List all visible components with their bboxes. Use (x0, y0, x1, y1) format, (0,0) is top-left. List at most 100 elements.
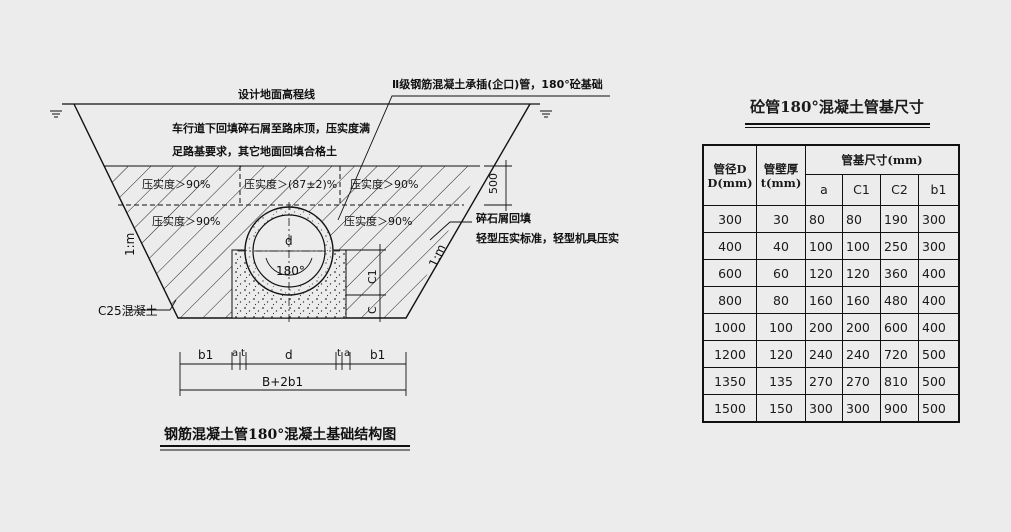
cell: 100 (756, 313, 806, 341)
header-diameter: 管径D D(mm) (702, 144, 757, 206)
cell: 135 (756, 367, 806, 395)
dim-c1-label: C1 (366, 269, 379, 284)
cell: 120 (805, 259, 843, 287)
cell: 800 (702, 286, 757, 314)
table-row: 600 60 120 120 360 400 (702, 259, 960, 287)
cell: 1000 (702, 313, 757, 341)
dim-c-label: C (366, 306, 379, 314)
cell: 80 (805, 205, 843, 233)
header-wall: 管壁厚 t(mm) (756, 144, 806, 206)
cell: 80 (842, 205, 881, 233)
cell: 40 (756, 232, 806, 260)
cell: 500 (918, 367, 960, 395)
cell: 1350 (702, 367, 757, 395)
dim-t-right: t (337, 348, 341, 359)
bottom-dims (179, 352, 407, 396)
cell: 250 (880, 232, 919, 260)
header-a: a (805, 174, 843, 206)
table-title-rule (745, 123, 930, 125)
cell: 190 (880, 205, 919, 233)
dim-b1-right: b1 (370, 348, 385, 362)
cell: 120 (842, 259, 881, 287)
angle-label: 180° (276, 264, 305, 278)
dim-b1-left: b1 (198, 348, 213, 362)
cell: 400 (918, 259, 960, 287)
slope-left-label: 1:m (123, 233, 137, 256)
cell: 400 (702, 232, 757, 260)
table-row: 300 30 80 80 190 300 (702, 205, 960, 233)
compaction-center: 压实度＞(87±2)% (244, 177, 337, 191)
dim-500-lines (484, 160, 512, 211)
cell: 600 (880, 313, 919, 341)
cell: 300 (842, 394, 881, 423)
ground-symbol-right (540, 110, 552, 118)
cell: 30 (756, 205, 806, 233)
backfill-note-line2: 足路基要求，其它地面回填合格土 (172, 144, 337, 158)
cell: 300 (918, 232, 960, 260)
cell: 200 (842, 313, 881, 341)
cell: 240 (842, 340, 881, 368)
cell: 600 (702, 259, 757, 287)
gravel-note-line1: 碎石屑回填 (476, 211, 531, 225)
table-row: 800 80 160 160 480 400 (702, 286, 960, 314)
compaction-left-upper: 压实度＞90% (142, 177, 210, 191)
gravel-note-line2: 轻型压实标准，轻型机具压实 (476, 231, 619, 245)
header-c1: C1 (842, 174, 881, 206)
cell: 300 (702, 205, 757, 233)
cell: 200 (805, 313, 843, 341)
dim-total: B+2b1 (262, 375, 303, 389)
cell: 400 (918, 313, 960, 341)
compaction-right-upper: 压实度＞90% (350, 177, 418, 191)
pipe-base-table: 管径D D(mm) 管壁厚 t(mm) 管基尺寸(mm) a C1 C2 b1 … (702, 144, 960, 423)
dim-a-right: a (344, 348, 350, 359)
cell: 80 (756, 286, 806, 314)
cell: 360 (880, 259, 919, 287)
dim-c-lines (346, 244, 386, 322)
cell: 160 (805, 286, 843, 314)
cell: 150 (756, 394, 806, 423)
dim-d: d (285, 348, 293, 362)
dim-500-label: 500 (487, 173, 500, 194)
backfill-note-line1: 车行道下回填碎石屑至路床顶，压实度满 (172, 121, 370, 135)
dim-t-left: t (241, 348, 245, 359)
table-row: 1000 100 200 200 600 400 (702, 313, 960, 341)
cell: 480 (880, 286, 919, 314)
cell: 900 (880, 394, 919, 423)
cell: 1500 (702, 394, 757, 423)
pipe-d-label: d (285, 234, 293, 248)
table-row: 1500 150 300 300 900 500 (702, 394, 960, 423)
table-title: 砼管180°混凝土管基尺寸 (750, 98, 924, 116)
dim-a-left: a (232, 348, 238, 359)
cell: 500 (918, 340, 960, 368)
compaction-right-lower: 压实度＞90% (344, 214, 412, 228)
cell: 300 (805, 394, 843, 423)
caption: 钢筋混凝土管180°混凝土基础结构图 (164, 426, 396, 443)
cell: 100 (805, 232, 843, 260)
concrete-label: C25混凝土 (98, 303, 158, 318)
cell: 400 (918, 286, 960, 314)
cell: 120 (756, 340, 806, 368)
cell: 60 (756, 259, 806, 287)
cell: 810 (880, 367, 919, 395)
top-label: Ⅱ级钢筋混凝土承插(企口)管，180°砼基础 (392, 77, 603, 91)
table-row: 400 40 100 100 250 300 (702, 232, 960, 260)
cell: 270 (805, 367, 843, 395)
header-b1: b1 (918, 174, 960, 206)
cell: 270 (842, 367, 881, 395)
cell: 160 (842, 286, 881, 314)
cell: 100 (842, 232, 881, 260)
ground-line-label: 设计地面高程线 (238, 87, 315, 101)
cell: 500 (918, 394, 960, 423)
cell: 240 (805, 340, 843, 368)
cell: 720 (880, 340, 919, 368)
leader-lines (128, 95, 610, 311)
ground-symbol-left (50, 110, 62, 118)
header-base: 管基尺寸(mm) (805, 144, 960, 175)
header-c2: C2 (880, 174, 919, 206)
table-title-rule-thin (745, 127, 930, 128)
cell: 300 (918, 205, 960, 233)
cell: 1200 (702, 340, 757, 368)
table-row: 1200 120 240 240 720 500 (702, 340, 960, 368)
compaction-left-lower: 压实度＞90% (152, 214, 220, 228)
